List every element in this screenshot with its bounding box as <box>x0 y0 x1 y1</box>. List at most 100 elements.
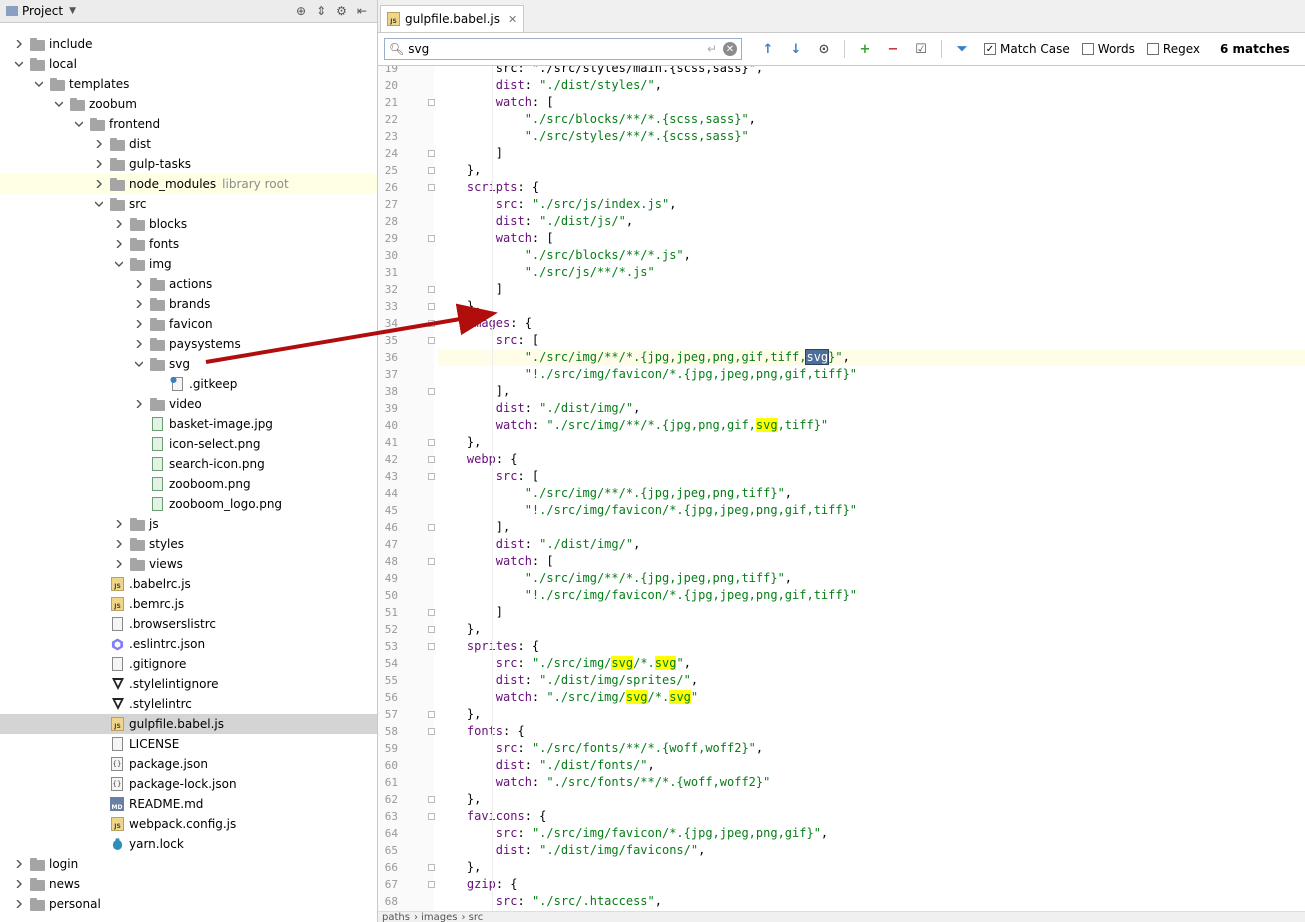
tree-item[interactable]: img <box>0 254 377 274</box>
code-line[interactable]: watch: "./src/img/**/*.{jpg,png,gif,svg,… <box>438 417 1305 434</box>
chevron-right-icon[interactable] <box>14 34 24 54</box>
code-line[interactable]: "./src/js/**/*.js" <box>438 264 1305 281</box>
code-line[interactable]: dist: "./dist/img/", <box>438 536 1305 553</box>
code-line[interactable]: watch: [ <box>438 94 1305 111</box>
tree-item[interactable]: svg <box>0 354 377 374</box>
code-line[interactable]: favicons: { <box>438 808 1305 825</box>
tree-item[interactable]: search-icon.png <box>0 454 377 474</box>
chevron-down-icon[interactable] <box>14 54 24 74</box>
tree-item[interactable]: .gitignore <box>0 654 377 674</box>
code-line[interactable]: dist: "./dist/js/", <box>438 213 1305 230</box>
chevron-right-icon[interactable] <box>14 854 24 874</box>
code-line[interactable]: dist: "./dist/img/sprites/", <box>438 672 1305 689</box>
code-line[interactable]: dist: "./dist/fonts/", <box>438 757 1305 774</box>
clear-icon[interactable]: ✕ <box>723 42 737 56</box>
code-line[interactable]: "./src/styles/**/*.{scss,sass}" <box>438 128 1305 145</box>
tree-item[interactable]: brands <box>0 294 377 314</box>
tree-item[interactable]: news <box>0 874 377 894</box>
chevron-right-icon[interactable] <box>114 234 124 254</box>
code-line[interactable]: ] <box>438 604 1305 621</box>
tree-item[interactable]: js <box>0 514 377 534</box>
chevron-right-icon[interactable] <box>134 334 144 354</box>
chevron-right-icon[interactable] <box>134 314 144 334</box>
chevron-right-icon[interactable] <box>94 174 104 194</box>
chevron-right-icon[interactable] <box>134 294 144 314</box>
breadcrumb-item[interactable]: › images <box>413 912 458 922</box>
previous-match-icon[interactable]: ↑ <box>762 41 774 57</box>
code-line[interactable]: src: [ <box>438 468 1305 485</box>
tree-item[interactable]: zooboom_logo.png <box>0 494 377 514</box>
close-icon[interactable]: ✕ <box>507 12 518 26</box>
words-checkbox[interactable] <box>1081 43 1094 55</box>
chevron-down-icon[interactable] <box>74 114 84 134</box>
tree-item[interactable]: dist <box>0 134 377 154</box>
code-line[interactable]: }, <box>438 298 1305 315</box>
fold-marker[interactable] <box>428 184 435 191</box>
tree-item[interactable]: login <box>0 854 377 874</box>
tree-item[interactable]: .stylelintignore <box>0 674 377 694</box>
tree-item[interactable]: zoobum <box>0 94 377 114</box>
code-line[interactable]: }, <box>438 621 1305 638</box>
remove-occurrence-icon[interactable]: − <box>887 41 899 57</box>
code-line[interactable]: dist: "./dist/img/", <box>438 400 1305 417</box>
code-line[interactable]: src: "./src/img/svg/*.svg", <box>438 655 1305 672</box>
tree-item[interactable]: zooboom.png <box>0 474 377 494</box>
tree-item[interactable]: ●.gitkeep <box>0 374 377 394</box>
match-case-checkbox[interactable]: ✓ <box>984 43 996 55</box>
fold-marker[interactable] <box>428 796 435 803</box>
fold-marker[interactable] <box>428 728 435 735</box>
fold-marker[interactable] <box>428 473 435 480</box>
tree-item[interactable]: fonts <box>0 234 377 254</box>
locate-icon[interactable]: ⊕ <box>296 4 307 18</box>
chevron-right-icon[interactable] <box>114 534 124 554</box>
breadcrumb-item[interactable]: › src <box>461 912 484 922</box>
tree-item[interactable]: JS.bemrc.js <box>0 594 377 614</box>
fold-marker[interactable] <box>428 558 435 565</box>
regex-checkbox[interactable] <box>1146 43 1159 55</box>
fold-marker[interactable] <box>428 388 435 395</box>
next-match-icon[interactable]: ↓ <box>790 41 802 57</box>
tree-item[interactable]: {}package-lock.json <box>0 774 377 794</box>
code-line[interactable]: src: "./src/styles/main.{scss,sass}", <box>438 66 1305 77</box>
tree-item[interactable]: video <box>0 394 377 414</box>
tree-item[interactable]: personal <box>0 894 377 914</box>
fold-marker[interactable] <box>428 626 435 633</box>
tree-item[interactable]: paysystems <box>0 334 377 354</box>
fold-marker[interactable] <box>428 337 435 344</box>
tab-gulpfile[interactable]: JS gulpfile.babel.js ✕ <box>380 5 525 32</box>
code-line[interactable]: }, <box>438 434 1305 451</box>
tree-item[interactable]: favicon <box>0 314 377 334</box>
code-line[interactable]: src: "./src/.htaccess", <box>438 893 1305 910</box>
tree-item[interactable]: {}package.json <box>0 754 377 774</box>
code-line[interactable]: }, <box>438 859 1305 876</box>
breadcrumb-item[interactable]: paths <box>382 912 410 922</box>
chevron-right-icon[interactable] <box>14 894 24 914</box>
tree-item[interactable]: src <box>0 194 377 214</box>
tree-item[interactable]: styles <box>0 534 377 554</box>
tree-item[interactable]: icon-select.png <box>0 434 377 454</box>
code-line[interactable]: "./src/blocks/**/*.{scss,sass}", <box>438 111 1305 128</box>
chevron-down-icon[interactable] <box>114 254 124 274</box>
chevron-right-icon[interactable] <box>94 154 104 174</box>
tree-item[interactable]: LICENSE <box>0 734 377 754</box>
fold-marker[interactable] <box>428 524 435 531</box>
fold-marker[interactable] <box>428 609 435 616</box>
code-line[interactable]: "!./src/img/favicon/*.{jpg,jpeg,png,gif,… <box>438 502 1305 519</box>
code-line[interactable]: }, <box>438 162 1305 179</box>
code-line[interactable]: "./src/img/**/*.{jpg,jpeg,png,tiff}", <box>438 570 1305 587</box>
tree-item[interactable]: yarn.lock <box>0 834 377 854</box>
search-input[interactable] <box>404 42 707 56</box>
code-line[interactable]: dist: "./dist/img/favicons/", <box>438 842 1305 859</box>
fold-marker[interactable] <box>428 439 435 446</box>
code-line[interactable]: ] <box>438 145 1305 162</box>
tree-item[interactable]: blocks <box>0 214 377 234</box>
select-all-occurrences-icon[interactable]: ☑ <box>915 41 927 57</box>
project-panel-title[interactable]: Project <box>22 4 64 18</box>
find-all-icon[interactable]: ⊙ <box>818 41 830 57</box>
code-line[interactable]: watch: [ <box>438 553 1305 570</box>
code-line[interactable]: ], <box>438 519 1305 536</box>
code-line[interactable]: "./src/blocks/**/*.js", <box>438 247 1305 264</box>
fold-marker[interactable] <box>428 235 435 242</box>
